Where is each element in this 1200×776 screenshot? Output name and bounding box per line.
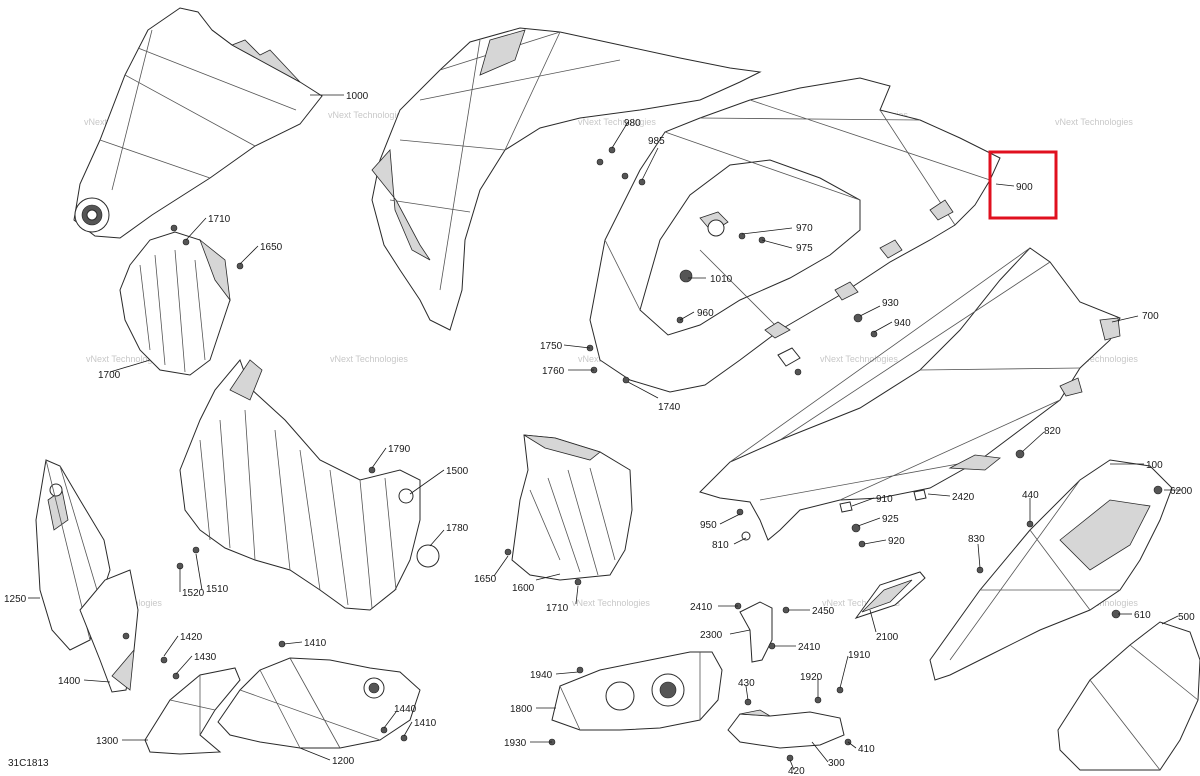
- watermark: vNext Technologies: [1060, 354, 1138, 364]
- watermark: vNext Technologies: [86, 354, 164, 364]
- drawing-number: 31C1813: [8, 758, 49, 769]
- callout-980: 980: [624, 118, 641, 129]
- callout-2410b: 2410: [798, 642, 821, 653]
- part-900-rear-fascia: [589, 77, 1001, 393]
- callout-610: 610: [1134, 610, 1151, 621]
- part-1000-nose-cover: [73, 7, 344, 239]
- callout-labels: 1000 980 985 970 975 1010 960 1750 1760 …: [4, 91, 1195, 776]
- callout-1400: 1400: [58, 676, 81, 687]
- callout-1790: 1790: [388, 444, 411, 455]
- callout-1200: 1200: [332, 756, 355, 767]
- callout-970: 970: [796, 223, 813, 234]
- callout-830: 830: [968, 534, 985, 545]
- callout-1930: 1930: [504, 738, 527, 749]
- callout-940: 940: [894, 318, 911, 329]
- callout-1800: 1800: [510, 704, 533, 715]
- callout-1440: 1440: [394, 704, 417, 715]
- callout-960: 960: [697, 308, 714, 319]
- callout-1650b: 1650: [474, 574, 497, 585]
- callout-1410: 1410: [304, 638, 327, 649]
- part-1500-grille: [176, 359, 440, 611]
- callout-1500: 1500: [446, 466, 469, 477]
- part-1700-left-bracket: [119, 224, 244, 376]
- callout-1410b: 1410: [414, 718, 437, 729]
- callout-1600: 1600: [512, 583, 535, 594]
- part-1600-center-duct: [504, 434, 633, 586]
- part-700-side-panel: [699, 247, 1121, 541]
- watermark: vNext Technologies: [572, 598, 650, 608]
- callout-820: 820: [1044, 426, 1061, 437]
- callout-1920: 1920: [800, 672, 823, 683]
- callout-930: 930: [882, 298, 899, 309]
- part-1300-lower-trim: [144, 656, 241, 755]
- callout-2300: 2300: [700, 630, 723, 641]
- callout-2420: 2420: [952, 492, 975, 503]
- callout-1740: 1740: [658, 402, 681, 413]
- leader-lines: [28, 121, 1182, 771]
- watermark: vNext Technologies: [330, 354, 408, 364]
- fasteners-980-985: [586, 146, 878, 384]
- part-1200-lower-duct: [217, 640, 421, 749]
- watermark: vNext Technologies: [578, 117, 656, 127]
- watermark: vNext Technologies: [822, 598, 900, 608]
- callout-925: 925: [882, 514, 899, 525]
- watermark: vNext Technologies: [328, 110, 406, 120]
- callout-1710b: 1710: [546, 603, 569, 614]
- callout-1010: 1010: [710, 274, 733, 285]
- callout-100: 100: [1146, 460, 1163, 471]
- callout-1700: 1700: [98, 370, 121, 381]
- callout-1510: 1510: [206, 584, 229, 595]
- callout-1760: 1760: [542, 366, 565, 377]
- callout-430: 430: [738, 678, 755, 689]
- callout-920: 920: [888, 536, 905, 547]
- part-1400-left-trim: [79, 569, 139, 693]
- callout-1910: 1910: [848, 650, 871, 661]
- callout-1000: 1000: [346, 91, 369, 102]
- part-1800-lamp-bracket: [548, 651, 723, 746]
- callout-1520: 1520: [182, 588, 205, 599]
- part-hood: [371, 27, 762, 331]
- callout-985: 985: [648, 136, 665, 147]
- callout-410: 410: [858, 744, 875, 755]
- callout-1710: 1710: [208, 214, 231, 225]
- callout-910: 910: [876, 494, 893, 505]
- part-100-lower-panel: [929, 459, 1173, 681]
- callout-2410: 2410: [690, 602, 713, 613]
- callout-300: 300: [828, 758, 845, 769]
- callout-1420: 1420: [180, 632, 203, 643]
- callout-420: 420: [788, 766, 805, 776]
- watermark: vNext Technologies: [820, 354, 898, 364]
- callout-2450: 2450: [812, 606, 835, 617]
- part-300-lower-bracket: [727, 686, 852, 762]
- callout-2100: 2100: [876, 632, 899, 643]
- callout-975: 975: [796, 243, 813, 254]
- callout-1940: 1940: [530, 670, 553, 681]
- callout-700: 700: [1142, 311, 1159, 322]
- callout-500: 500: [1178, 612, 1195, 623]
- part-2100-trim: [854, 571, 926, 619]
- callout-1300: 1300: [96, 736, 119, 747]
- callout-900: 900: [1016, 182, 1033, 193]
- callout-1650: 1650: [260, 242, 283, 253]
- part-2300-bracket: [734, 601, 790, 663]
- part-500-closeout-panel: [1057, 621, 1200, 771]
- callout-810: 810: [712, 540, 729, 551]
- callout-1750: 1750: [540, 341, 563, 352]
- callout-1250: 1250: [4, 594, 27, 605]
- callout-6200: 6200: [1170, 486, 1193, 497]
- watermark: vNext Technologies: [1055, 117, 1133, 127]
- fasteners-820-910-925: [736, 449, 1025, 548]
- callout-1430: 1430: [194, 652, 217, 663]
- highlight-box-900: [988, 150, 1058, 220]
- callout-440: 440: [1022, 490, 1039, 501]
- callout-950: 950: [700, 520, 717, 531]
- callout-1780: 1780: [446, 523, 469, 534]
